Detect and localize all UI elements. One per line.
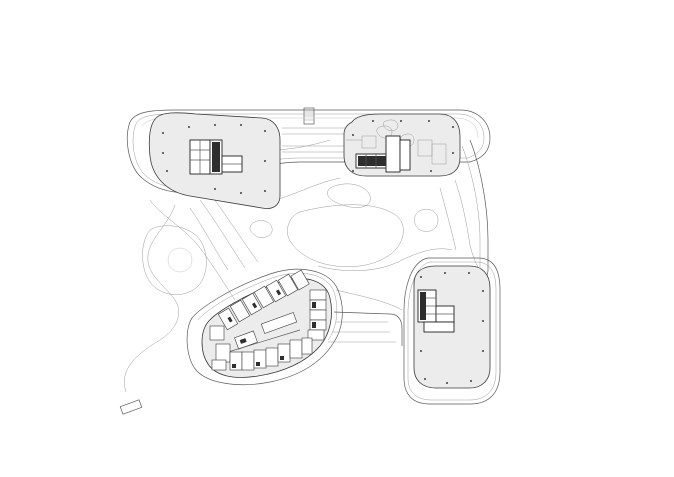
north-east-tower <box>343 113 461 177</box>
landscape-circle <box>167 247 193 273</box>
nw-core <box>189 139 243 175</box>
landscape-pad-1 <box>249 220 273 238</box>
landscape-pad-2 <box>414 209 439 232</box>
sw-central-block <box>227 312 301 353</box>
path-middle <box>317 248 453 271</box>
sw-units-upper <box>217 269 310 331</box>
ne-core <box>355 135 411 173</box>
path-diagonal-2 <box>211 195 259 263</box>
east-core <box>417 289 455 333</box>
path-south <box>335 289 403 311</box>
north-entrance-stair <box>303 107 315 125</box>
ne-columns <box>352 120 454 172</box>
sw-units-left <box>209 325 227 371</box>
nw-columns <box>162 124 266 194</box>
south-west-residential-wing <box>186 268 403 386</box>
landscape-layer <box>119 107 489 415</box>
ground-boundary <box>124 199 236 393</box>
central-plaza <box>286 204 404 267</box>
small-pavilion <box>119 399 143 415</box>
sw-units-right <box>307 289 327 341</box>
path-diagonal-1 <box>199 199 246 269</box>
east-columns <box>420 272 484 384</box>
north-west-tower <box>148 112 281 209</box>
landscape-bean <box>327 183 371 208</box>
east-tower <box>403 257 501 405</box>
path-east-2 <box>439 187 457 251</box>
landscape-island-west <box>142 225 207 295</box>
